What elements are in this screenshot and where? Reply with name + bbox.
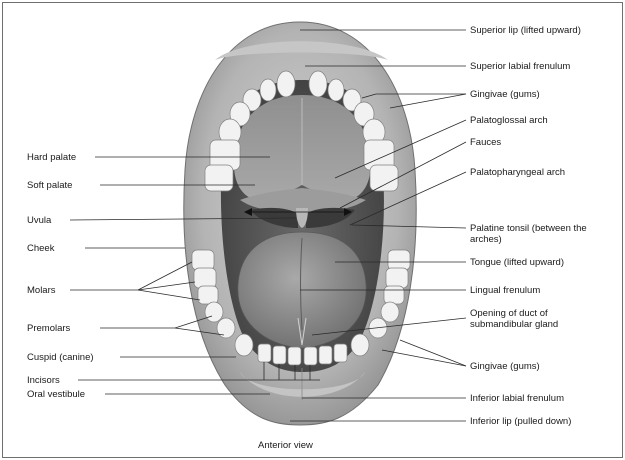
label-duct-opening: Opening of duct of submandibular gland: [470, 308, 595, 330]
label-fauces: Fauces: [470, 137, 501, 148]
label-palatine-tonsil: Palatine tonsil (between the arches): [470, 223, 590, 245]
label-cuspid: Cuspid (canine): [27, 352, 94, 363]
label-tongue: Tongue (lifted upward): [470, 257, 564, 268]
label-incisors: Incisors: [27, 375, 60, 386]
label-gingivae-lower: Gingivae (gums): [470, 361, 540, 372]
label-oral-vestibule: Oral vestibule: [27, 389, 85, 400]
label-premolars: Premolars: [27, 323, 70, 334]
label-soft-palate: Soft palate: [27, 180, 72, 191]
label-molars: Molars: [27, 285, 56, 296]
label-inferior-labial-frenulum: Inferior labial frenulum: [470, 393, 564, 404]
label-palatopharyngeal-arch: Palatopharyngeal arch: [470, 167, 565, 178]
label-superior-labial-frenulum: Superior labial frenulum: [470, 61, 570, 72]
label-inferior-lip: Inferior lip (pulled down): [470, 416, 571, 427]
label-gingivae-upper: Gingivae (gums): [470, 89, 540, 100]
label-hard-palate: Hard palate: [27, 152, 76, 163]
label-superior-lip: Superior lip (lifted upward): [470, 25, 581, 36]
label-cheek: Cheek: [27, 243, 54, 254]
figure-caption: Anterior view: [258, 440, 313, 451]
label-palatoglossal-arch: Palatoglossal arch: [470, 115, 548, 126]
label-lingual-frenulum: Lingual frenulum: [470, 285, 540, 296]
label-uvula: Uvula: [27, 215, 51, 226]
